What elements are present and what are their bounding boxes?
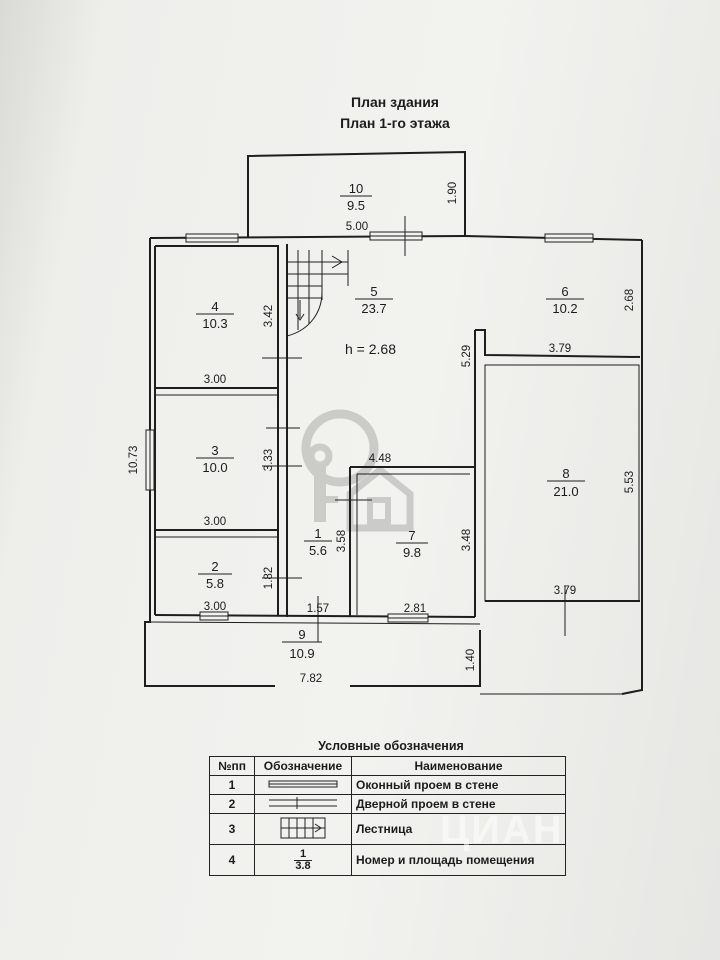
room-area: 9.5 bbox=[347, 198, 365, 213]
sample-room-area: 3.8 bbox=[295, 859, 311, 872]
inner-walls bbox=[149, 244, 641, 625]
title-line-1: План здания bbox=[351, 94, 439, 110]
dim-label: 5.53 bbox=[624, 471, 636, 493]
dim-label: 3.79 bbox=[554, 585, 576, 597]
dimension-labels: 5.00 1.90 3.42 2.68 3.79 5.29 3.00 10.73… bbox=[128, 182, 636, 685]
room-label-5: 5 23.7 bbox=[355, 284, 393, 316]
room-area: 9.8 bbox=[403, 545, 421, 560]
stair-icon bbox=[286, 250, 349, 340]
room-label-6: 6 10.2 bbox=[546, 284, 584, 316]
door-openings bbox=[262, 216, 566, 642]
room-number: 2 bbox=[211, 559, 218, 574]
sample-room-number: 1 bbox=[293, 848, 313, 861]
dim-label: 3.00 bbox=[204, 374, 226, 386]
room-label-4: 4 10.3 bbox=[196, 299, 234, 331]
dim-label: 2.81 bbox=[404, 603, 426, 615]
legend-title: Условные обозначения bbox=[318, 739, 464, 753]
ceiling-height: h = 2.68 bbox=[345, 341, 396, 357]
room-label-7: 7 9.8 bbox=[396, 528, 428, 560]
room-label-2: 2 5.8 bbox=[198, 559, 232, 591]
room-label-10: 10 9.5 bbox=[340, 181, 372, 213]
room-number: 5 bbox=[370, 284, 377, 299]
room-label-9: 9 10.9 bbox=[282, 627, 322, 661]
dim-label: 1.90 bbox=[447, 182, 459, 204]
dim-label: 5.00 bbox=[346, 221, 368, 233]
room-label-3: 3 10.0 bbox=[196, 443, 234, 475]
room-area: 5.6 bbox=[309, 543, 327, 558]
room-label-1: 1 5.6 bbox=[304, 526, 332, 558]
legend-row-num: 2 bbox=[209, 794, 255, 814]
legend-row-name: Дверной проем в стене bbox=[351, 794, 566, 814]
legend-row-num: 1 bbox=[209, 775, 255, 795]
legend-row: 3 Лестница bbox=[209, 813, 566, 845]
room-area: 5.8 bbox=[206, 576, 224, 591]
room-number: 3 bbox=[211, 443, 218, 458]
dim-label: 1.57 bbox=[307, 603, 329, 615]
window-openings bbox=[145, 231, 594, 623]
legend-header-symbol: Обозначение bbox=[254, 756, 352, 776]
room-number: 10 bbox=[349, 181, 363, 196]
dim-label: 3.79 bbox=[549, 343, 571, 355]
dim-label: 4.48 bbox=[369, 453, 391, 465]
legend-header-row: №пп Обозначение Наименование bbox=[209, 756, 566, 776]
dim-label: 3.33 bbox=[263, 449, 275, 471]
room-area: 10.0 bbox=[202, 460, 227, 475]
dim-label: 2.68 bbox=[624, 289, 636, 311]
room-number: 7 bbox=[408, 528, 415, 543]
legend-row: 1 Оконный проем в стене bbox=[209, 775, 566, 795]
room-area: 10.2 bbox=[552, 301, 577, 316]
room-area: 10.9 bbox=[289, 646, 314, 661]
window-symbol-icon bbox=[268, 780, 338, 787]
legend-row: 4 1 3.8 Номер и площадь помещения bbox=[209, 844, 566, 876]
room-number: 8 bbox=[562, 466, 569, 481]
legend-row-name: Оконный проем в стене bbox=[351, 775, 566, 795]
room-label-sample: 1 3.8 bbox=[293, 848, 313, 872]
room-label-8: 8 21.0 bbox=[547, 466, 585, 499]
stair-symbol-icon bbox=[280, 817, 326, 838]
dim-label: 3.00 bbox=[204, 516, 226, 528]
dim-label: 3.48 bbox=[461, 529, 473, 551]
title-line-2: План 1-го этажа bbox=[340, 115, 450, 131]
legend-table: №пп Обозначение Наименование 1 Оконный п… bbox=[209, 756, 566, 876]
room-area: 10.3 bbox=[202, 316, 227, 331]
room-number: 6 bbox=[561, 284, 568, 299]
dim-label: 1.40 bbox=[465, 649, 477, 671]
legend-row: 2 Дверной проем в стене bbox=[209, 794, 566, 814]
plan-title: План здания План 1-го этажа bbox=[300, 92, 490, 134]
legend-row-num: 4 bbox=[209, 844, 255, 876]
room-area: 23.7 bbox=[361, 301, 386, 316]
dim-label: 1.82 bbox=[263, 567, 275, 589]
legend-row-num: 3 bbox=[209, 813, 255, 845]
room-number: 4 bbox=[211, 299, 218, 314]
room-number: 1 bbox=[314, 526, 321, 541]
legend-header-name: Наименование bbox=[351, 756, 566, 776]
room-area: 21.0 bbox=[553, 484, 578, 499]
door-symbol-icon bbox=[269, 796, 337, 809]
legend-row-name: Номер и площадь помещения bbox=[351, 844, 566, 876]
dim-label: 3.42 bbox=[263, 305, 275, 327]
room-number: 9 bbox=[298, 627, 305, 642]
dim-label: 10.73 bbox=[128, 446, 140, 475]
dim-label: 7.82 bbox=[300, 673, 322, 685]
watermark: ЦИАН bbox=[440, 808, 564, 852]
dim-label: 5.29 bbox=[461, 345, 473, 367]
balcony-outline bbox=[247, 150, 466, 238]
dim-label: 3.00 bbox=[204, 601, 226, 613]
legend-header-num: №пп bbox=[209, 756, 255, 776]
dim-label: 3.58 bbox=[336, 530, 348, 552]
